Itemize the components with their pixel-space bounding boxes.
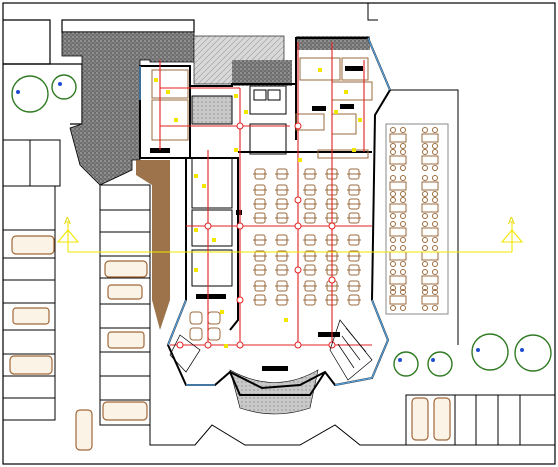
parking-cars — [9, 235, 451, 451]
dining-table-icon — [347, 234, 361, 246]
dining-table-icon — [421, 289, 439, 311]
dining-table-icon — [275, 250, 289, 262]
dining-table-icon — [347, 184, 361, 196]
dining-table-icon — [275, 198, 289, 210]
dining-table-icon — [275, 294, 289, 306]
dining-table-icon — [303, 280, 317, 292]
parking-car-icon — [11, 235, 55, 255]
tree-icon — [514, 334, 552, 372]
dining-table-icon — [253, 250, 267, 262]
grid-nodes — [176, 122, 336, 349]
dining-table-icon — [207, 311, 221, 325]
dining-table-icon — [189, 311, 203, 325]
dining-table-icon — [421, 269, 439, 291]
dining-table-icon — [347, 280, 361, 292]
parking-area-left — [2, 139, 412, 446]
dining-table-icon — [347, 198, 361, 210]
dining-table-icon — [421, 221, 439, 243]
dining-table-icon — [253, 168, 267, 180]
dining-table-icon — [275, 234, 289, 246]
stair-icon — [169, 334, 201, 373]
tree-icon — [471, 333, 509, 371]
dining-table-icon — [421, 175, 439, 197]
section-line — [56, 222, 524, 253]
dining-table-icon — [303, 168, 317, 180]
dining-table-icon — [421, 149, 439, 171]
dining-table-icon — [275, 264, 289, 276]
dining-table-icon — [253, 184, 267, 196]
parking-car-icon — [107, 331, 145, 349]
dining-table-icon — [275, 184, 289, 196]
dining-table-icon — [253, 264, 267, 276]
parking-car-icon — [9, 355, 53, 375]
dining-table-icon — [389, 245, 407, 267]
dining-table-icon — [253, 280, 267, 292]
top-left-block — [3, 19, 195, 125]
dining-table-icon — [189, 327, 203, 341]
parking-car-icon — [12, 307, 50, 325]
dining-table-icon — [253, 234, 267, 246]
parking-car-icon — [411, 397, 429, 441]
right-outdoor-area — [367, 3, 556, 446]
dining-table-icon — [253, 212, 267, 224]
dining-table-icon — [275, 280, 289, 292]
tree-icon — [11, 75, 49, 113]
dining-table-icon — [389, 289, 407, 311]
dining-table-icon — [253, 294, 267, 306]
room-label-bars — [150, 66, 363, 371]
terrace-dining — [385, 123, 449, 315]
tree-icon — [427, 351, 453, 377]
dining-table-icon — [421, 197, 439, 219]
dining-table-icon — [347, 212, 361, 224]
fixture-markers — [154, 68, 362, 348]
dining-table-icon — [275, 168, 289, 180]
dining-table-icon — [389, 175, 407, 197]
section-marker-right-label: A — [508, 216, 515, 227]
dining-table-icon — [389, 269, 407, 291]
paved-areas — [61, 31, 370, 415]
glazing — [139, 37, 391, 386]
dining-table-icon — [303, 294, 317, 306]
dining-table-icon — [303, 212, 317, 224]
structural-grid — [159, 42, 372, 346]
parking-car-icon — [102, 401, 148, 421]
stair-icon — [329, 319, 373, 381]
dining-table-icon — [303, 234, 317, 246]
dining-hall-tables — [189, 168, 361, 341]
dining-table-icon — [275, 212, 289, 224]
parking-car-icon — [107, 284, 143, 300]
tree-icon — [51, 74, 77, 100]
dining-table-icon — [421, 127, 439, 149]
dining-table-icon — [207, 327, 221, 341]
stair-icon — [191, 95, 233, 125]
dining-table-icon — [389, 127, 407, 149]
dining-table-icon — [347, 264, 361, 276]
section-marker-icon — [56, 229, 80, 243]
dining-table-icon — [303, 198, 317, 210]
dining-table-icon — [253, 198, 267, 210]
section-marker-left-label: A — [64, 216, 71, 227]
tree-icon — [393, 351, 419, 377]
parking-car-icon — [433, 397, 451, 441]
parking-car-icon — [75, 409, 93, 451]
dining-table-icon — [303, 250, 317, 262]
section-marker-icon — [500, 229, 524, 243]
dining-table-icon — [347, 250, 361, 262]
entrance-stairs — [169, 319, 373, 381]
dining-table-icon — [389, 149, 407, 171]
parking-car-icon — [104, 260, 148, 278]
kitchen-service — [151, 57, 373, 287]
dining-table-icon — [303, 184, 317, 196]
dining-table-icon — [389, 221, 407, 243]
dining-table-icon — [303, 264, 317, 276]
dining-table-icon — [389, 197, 407, 219]
dining-table-icon — [421, 245, 439, 267]
dining-table-icon — [347, 168, 361, 180]
dining-table-icon — [347, 294, 361, 306]
trees — [11, 74, 552, 377]
